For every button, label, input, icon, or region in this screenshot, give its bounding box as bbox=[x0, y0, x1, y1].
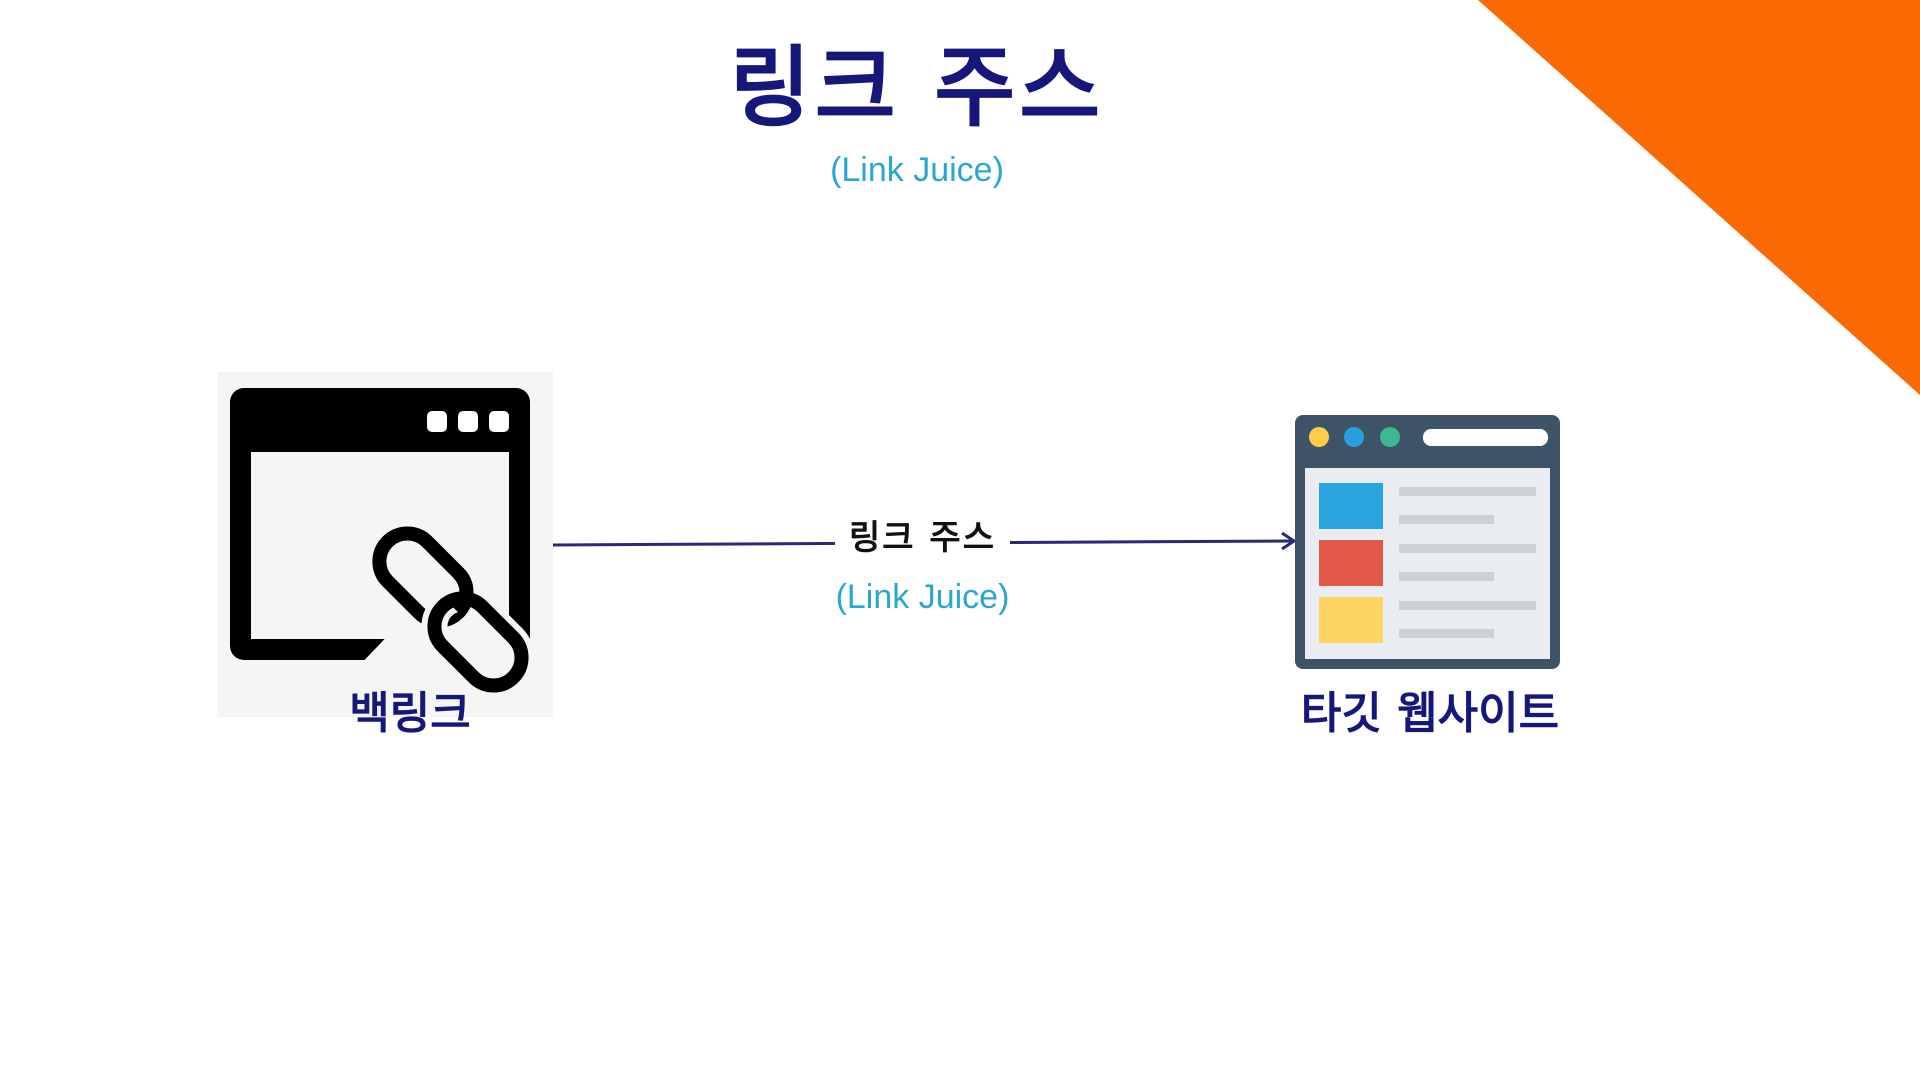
page-title: 링크 주스 bbox=[729, 36, 1105, 139]
page-subtitle: (Link Juice) bbox=[830, 151, 1004, 189]
backlink-label: 백링크 bbox=[349, 688, 471, 739]
browser-window-link-icon bbox=[230, 388, 538, 699]
arrow-label: 링크 주스 bbox=[835, 518, 1010, 559]
arrow-sublabel: (Link Juice) bbox=[835, 578, 1010, 616]
website-layout-icon bbox=[1295, 415, 1560, 669]
target-website-label: 타깃 웹사이트 bbox=[1300, 688, 1560, 739]
